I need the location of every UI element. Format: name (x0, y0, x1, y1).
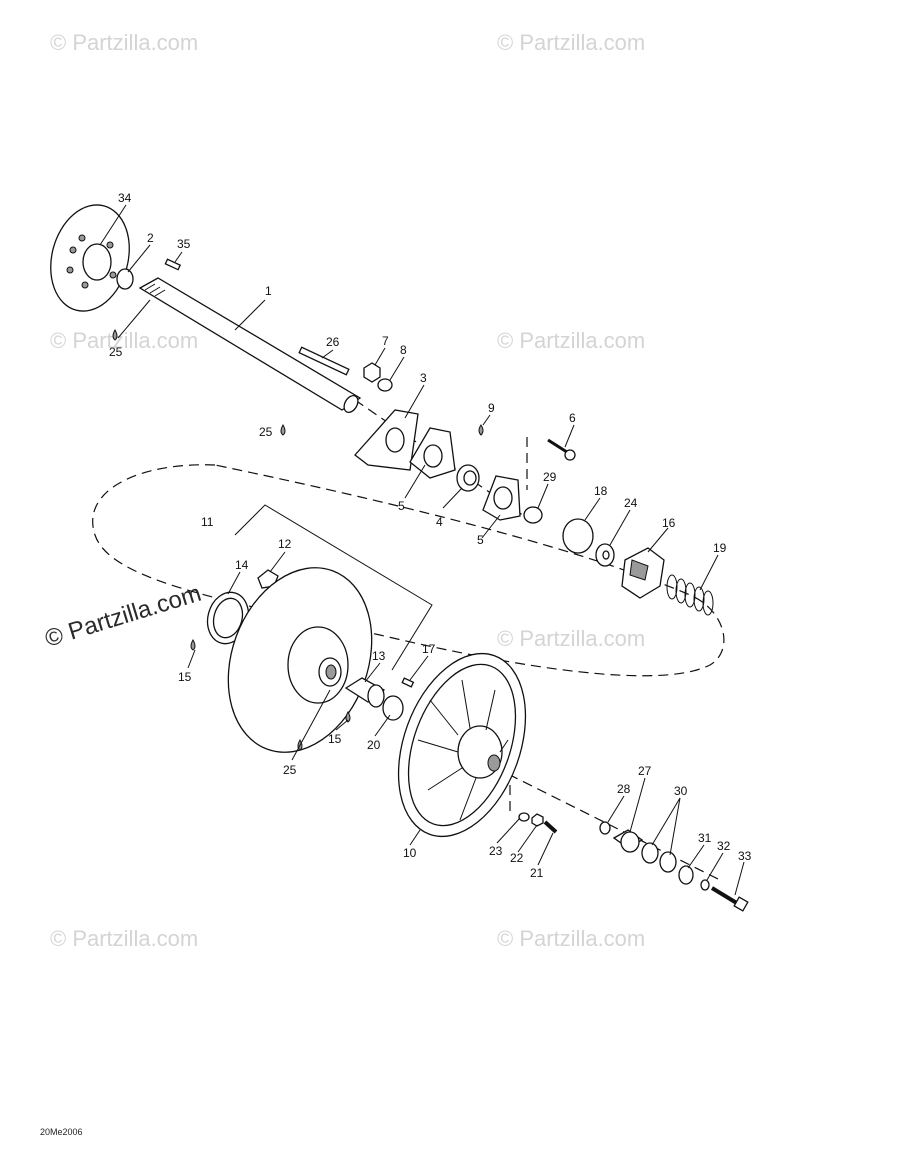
part-5-flange-hole (423, 444, 443, 468)
part-29-bushing (523, 506, 543, 524)
callout-35: 35 (177, 237, 191, 251)
part-15-grease (345, 710, 351, 723)
callout-29: 29 (543, 470, 557, 484)
part-11-sheave (227, 567, 373, 753)
callout-9: 9 (488, 401, 495, 415)
part-34-drive-pulley (50, 204, 130, 312)
part-21-screw (543, 820, 558, 834)
part-1-shaft (138, 277, 362, 414)
part-27-spacer-end (620, 831, 640, 853)
callout-22: 22 (510, 851, 524, 865)
callout-33: 33 (738, 849, 752, 863)
watermark: © Partzilla.com (50, 926, 198, 951)
callout-26: 26 (326, 335, 340, 349)
callout-3: 3 (420, 371, 427, 385)
watermark-large: © Partzilla.com (42, 580, 205, 653)
drawing-code: 20Me2006 (40, 1127, 83, 1137)
part-35-key (164, 258, 182, 271)
callout-25: 25 (109, 345, 123, 359)
watermark: © Partzilla.com (497, 926, 645, 951)
part-30-washer (659, 851, 677, 873)
part-25-grease (280, 423, 286, 436)
part-23-washer (518, 812, 530, 822)
part-17-pin (401, 677, 415, 688)
callout-21: 21 (530, 866, 544, 880)
callout-32: 32 (717, 839, 731, 853)
part-9-grease (478, 424, 484, 436)
part-25-grease (112, 328, 118, 341)
watermark: © Partzilla.com (497, 626, 645, 651)
callout-5: 5 (398, 499, 405, 513)
belt-outline (92, 464, 725, 677)
callout-15: 15 (328, 732, 342, 746)
callout-13: 13 (372, 649, 386, 663)
part-26-key (298, 346, 350, 376)
callout-34: 34 (118, 191, 132, 205)
part-3-plate-hole (385, 427, 405, 453)
callout-1: 1 (265, 284, 272, 298)
callout-25: 25 (259, 425, 273, 439)
callout-18: 18 (594, 484, 608, 498)
callout-28: 28 (617, 782, 631, 796)
part-20-washer (382, 695, 404, 721)
part-24-washer-hole (602, 550, 610, 560)
part-2-o-ring (116, 268, 134, 290)
callout-14: 14 (235, 558, 249, 572)
callout-2: 2 (147, 231, 154, 245)
part-16-cam-detail (629, 559, 649, 581)
part-15-grease (190, 638, 196, 651)
callout-17: 17 (422, 642, 436, 656)
callout-23: 23 (489, 844, 503, 858)
part-22-nut (531, 813, 544, 827)
callout-7: 7 (382, 334, 389, 348)
leader-lines (99, 204, 745, 896)
watermark: © Partzilla.com (497, 328, 645, 353)
callout-labels: 34 2 35 1 25 26 7 8 3 25 9 6 5 4 29 18 2… (109, 191, 752, 880)
part-33-bolt (710, 886, 749, 912)
callout-20: 20 (367, 738, 381, 752)
callout-10: 10 (403, 846, 417, 860)
part-5-flange-hole (493, 486, 513, 510)
part-11-bracket (234, 504, 433, 671)
part-32-washer (700, 879, 710, 891)
callout-25: 25 (283, 763, 297, 777)
callout-16: 16 (662, 516, 676, 530)
part-14-seal-ring-inner (212, 597, 244, 639)
callout-4: 4 (436, 515, 443, 529)
callout-27: 27 (638, 764, 652, 778)
callout-24: 24 (624, 496, 638, 510)
axis-line (479, 759, 721, 881)
part-4-bearing-inner (463, 470, 477, 486)
callout-6: 6 (569, 411, 576, 425)
part-19-spring (666, 574, 714, 616)
part-13-bushing-end (367, 684, 385, 708)
callout-11: 11 (201, 515, 214, 529)
watermark-layer: © Partzilla.com © Partzilla.com © Partzi… (42, 30, 645, 951)
part-30-washer (641, 842, 659, 864)
watermark: © Partzilla.com (497, 30, 645, 55)
part-31-washer (678, 865, 694, 885)
watermark: © Partzilla.com (50, 328, 198, 353)
part-28-washer (599, 821, 611, 835)
callout-15: 15 (178, 670, 192, 684)
part-8-washer (377, 378, 393, 392)
callout-8: 8 (400, 343, 407, 357)
callout-12: 12 (278, 537, 292, 551)
watermark: © Partzilla.com (50, 30, 198, 55)
callout-31: 31 (698, 831, 712, 845)
part-7-nut (363, 362, 381, 383)
part-6-bolt (547, 438, 576, 461)
callout-5: 5 (477, 533, 484, 547)
callout-19: 19 (713, 541, 727, 555)
part-18-circlip (562, 518, 594, 554)
part-10-driven-sheave (397, 652, 527, 838)
callout-30: 30 (674, 784, 688, 798)
